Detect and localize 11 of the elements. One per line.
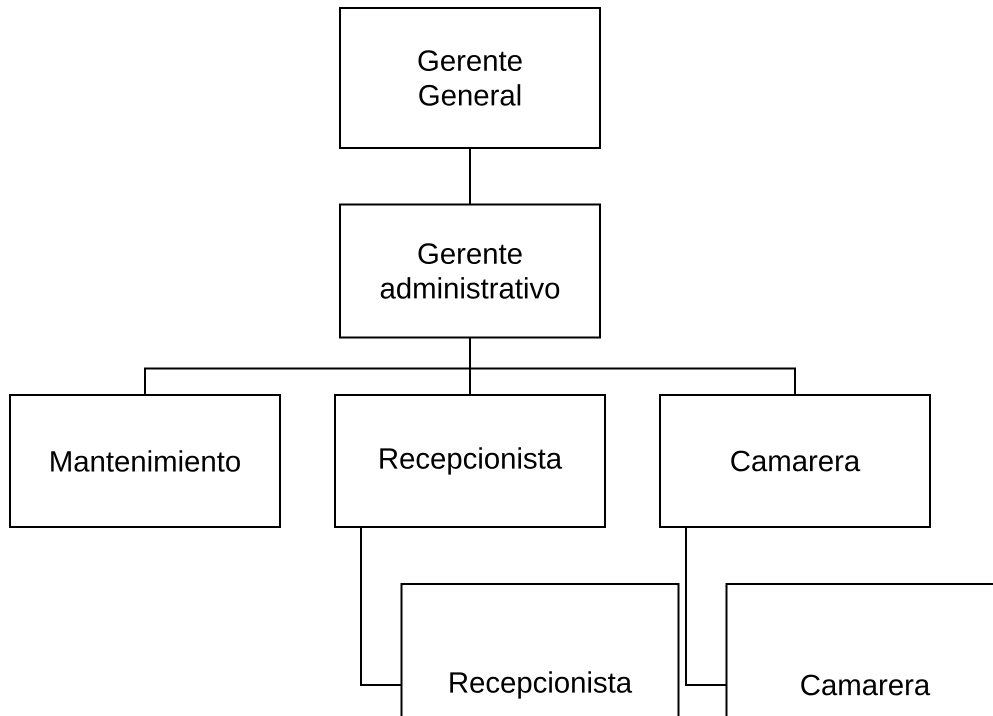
- org-box: Camarera: [659, 394, 931, 528]
- connector-line: [469, 338, 796, 394]
- connector-line: [360, 528, 402, 686]
- org-box: Gerente administrativo: [339, 204, 601, 338]
- connector-line: [685, 528, 726, 686]
- org-box: Mantenimiento: [9, 394, 281, 528]
- org-box: Recepcionista: [334, 394, 606, 528]
- org-box: Camarera: [726, 583, 993, 716]
- org-box: Gerente General: [339, 7, 601, 149]
- connector-line: [469, 149, 471, 204]
- org-box: Recepcionista: [400, 583, 680, 716]
